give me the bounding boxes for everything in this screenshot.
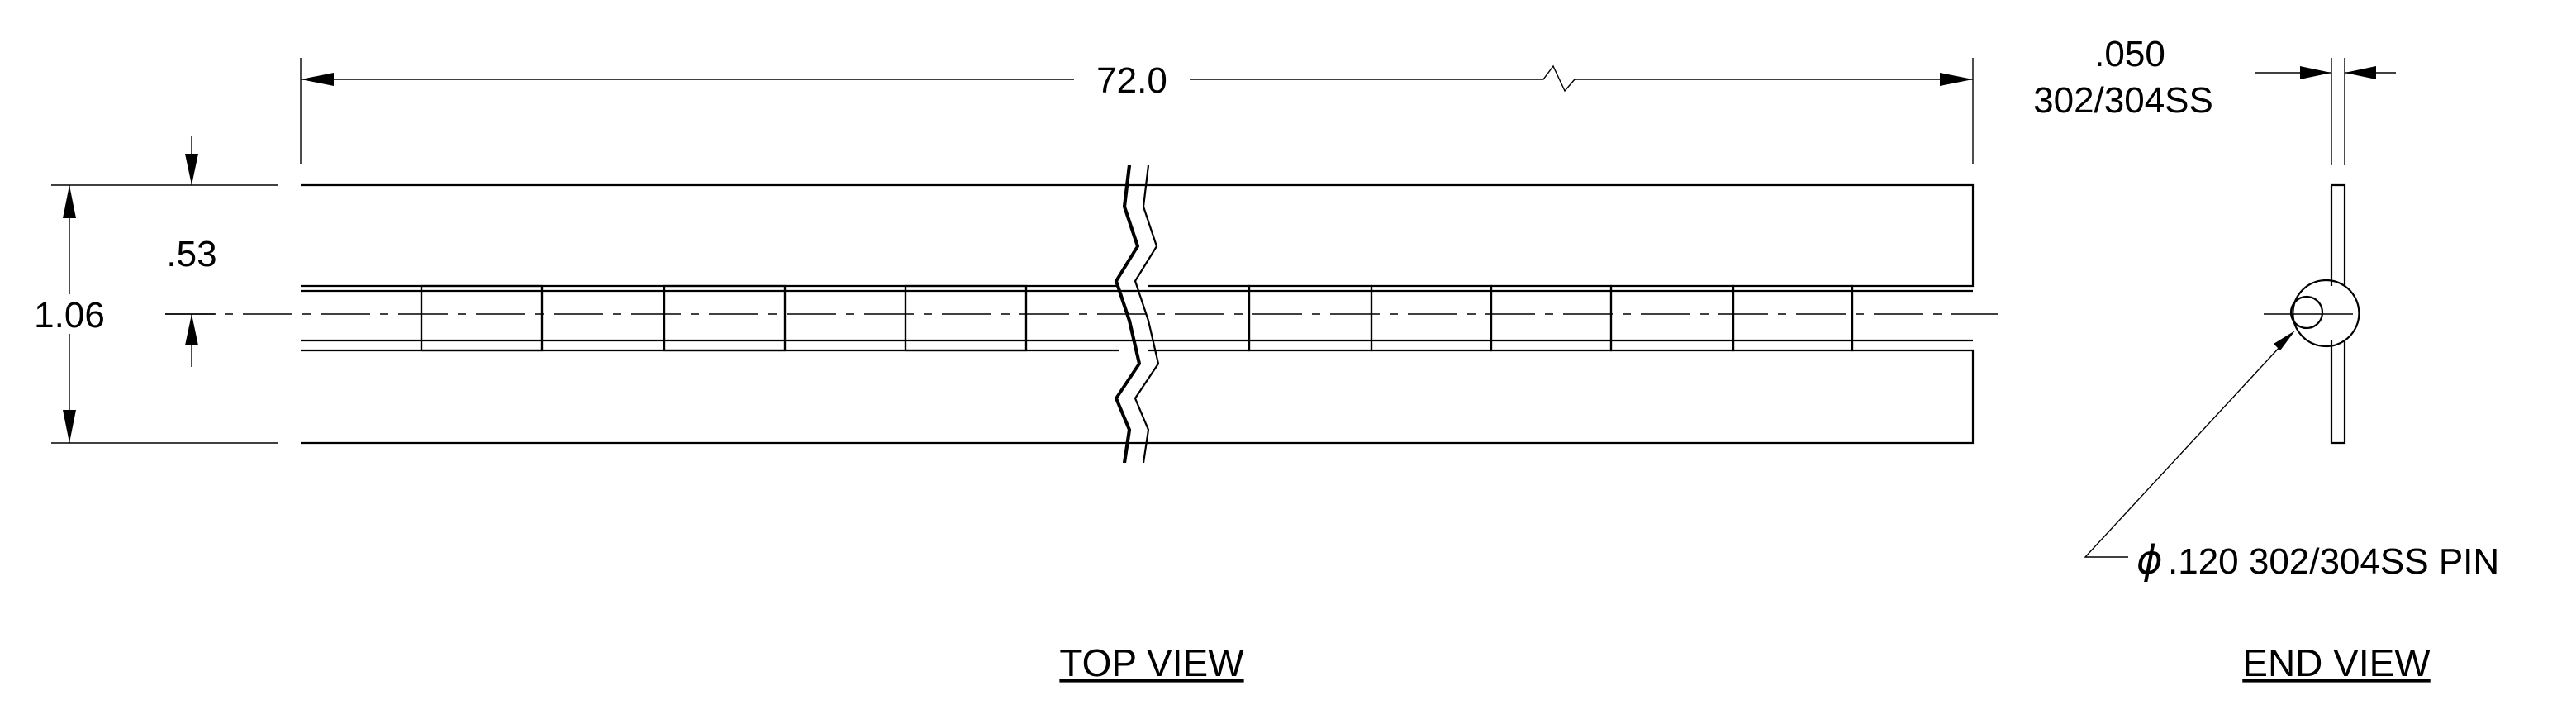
- thickness-arrow-right: [2345, 66, 2376, 79]
- width-label-mask: [25, 294, 117, 334]
- pin-leader: [2084, 333, 2293, 558]
- leaf-material-label: 302/304SS: [2033, 80, 2213, 121]
- top-view: 72.0 1.06 .53 TOP VIEW: [25, 58, 1998, 684]
- thickness-arrow-left: [2300, 66, 2331, 79]
- pin-callout-label: .120 302/304SS PIN: [2168, 541, 2499, 582]
- end-view: .050 302/304SS ϕ .120 302/304SS PIN END …: [2033, 34, 2499, 684]
- overall-width-label: 1.06: [34, 295, 105, 336]
- diameter-symbol: ϕ: [2136, 537, 2163, 583]
- half-width-arrow-top: [185, 154, 198, 185]
- top-view-title: TOP VIEW: [1059, 641, 1244, 684]
- end-leaf-profile: [2330, 183, 2360, 445]
- upper-leaf-outline: [301, 183, 1975, 352]
- length-arrow-right: [1940, 73, 1973, 86]
- half-width-arrow-bottom: [185, 314, 198, 345]
- break-line-left: [1115, 164, 1142, 464]
- end-view-title: END VIEW: [2242, 641, 2431, 684]
- break-line-left: [1114, 164, 1140, 464]
- width-arrow-top: [63, 185, 76, 218]
- width-arrow-bottom: [63, 410, 76, 443]
- half-width-label: .53: [166, 234, 216, 274]
- pin-leader-arrow: [2274, 331, 2295, 350]
- pin-circle: [2289, 295, 2324, 330]
- knuckle-outline: [2292, 279, 2345, 348]
- length-arrow-left: [301, 73, 334, 86]
- lower-leaf-outline: [301, 284, 1975, 445]
- break-line-right: [1134, 164, 1160, 464]
- thickness-label: .050: [2094, 34, 2165, 74]
- length-dimension-line: [301, 64, 1973, 93]
- overall-length-label: 72.0: [1096, 60, 1167, 101]
